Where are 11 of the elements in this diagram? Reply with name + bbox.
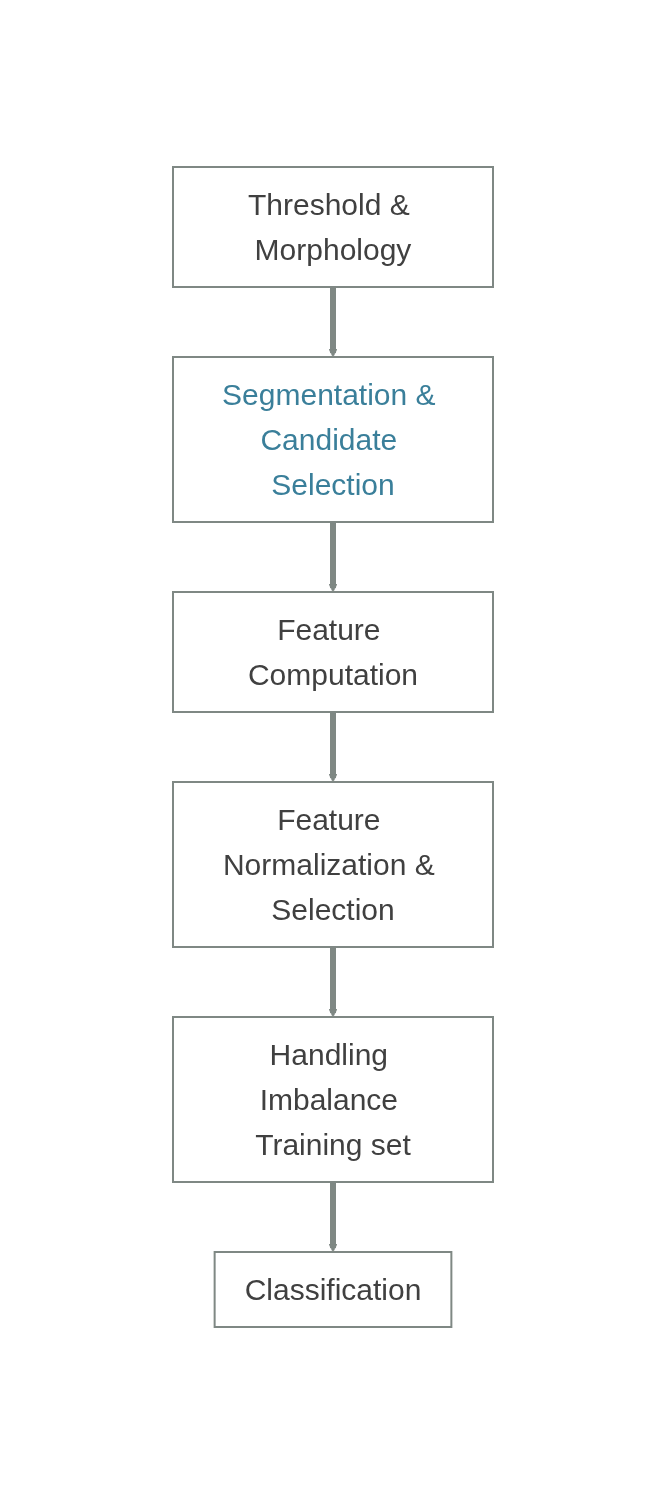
arrow: [328, 947, 337, 1018]
node-box: Threshold & Morphology: [171, 166, 494, 288]
arrow: [328, 522, 337, 593]
node-box: Feature Normalization & Selection: [171, 781, 494, 948]
node-box: Handling Imbalance Training set: [171, 1016, 494, 1183]
node-box: Classification: [213, 1251, 452, 1328]
arrow: [328, 287, 337, 358]
arrow: [328, 1182, 337, 1253]
node-box: Feature Computation: [171, 591, 494, 713]
node-box: Segmentation & Candidate Selection: [171, 356, 494, 523]
arrow: [328, 712, 337, 783]
